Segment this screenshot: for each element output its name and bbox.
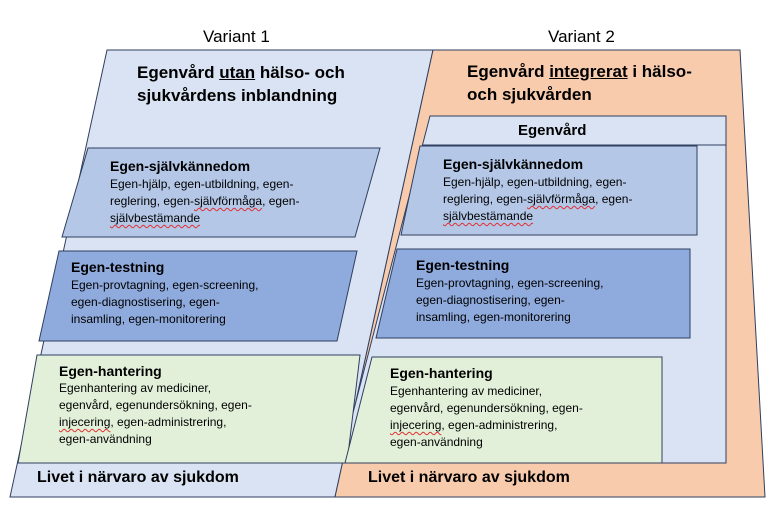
variant2-box3-shape <box>344 356 663 464</box>
variant1-label: Variant 1 <box>203 27 270 46</box>
variant1-box3-line1: Egenhantering av mediciner, <box>59 381 212 395</box>
variant1-title: Egenvård utan hälso- och sjukvårdens inb… <box>137 61 345 107</box>
variant1-bottom-label: Livet i närvaro av sjukdom <box>37 469 239 486</box>
variant2-box2-line3: insamling, egen-monitorering <box>416 310 571 324</box>
variant2-box1-line3: självbestämande <box>443 209 534 223</box>
variant1-title-post: hälso- och <box>255 63 345 82</box>
variant2-box1-text: Egen-hjälp, egen-utbildning, egen- regle… <box>443 174 632 225</box>
variant1-box1-text: Egen-hjälp, egen-utbildning, egen- regle… <box>110 176 299 227</box>
variant1-box2-line2: egen-diagnostisering, egen- <box>71 295 220 309</box>
variant1-box3-text: Egenhantering av mediciner, egenvård, eg… <box>59 380 252 448</box>
variant2-box3-line1: Egenhantering av mediciner, <box>390 384 543 398</box>
variant2-box3-heading: Egen-hantering <box>390 365 493 381</box>
variant1-box3-line4: egen-användning <box>59 432 152 446</box>
variant2-box2-line1: Egen-provtagning, egen-screening, <box>416 276 604 290</box>
variant1-box1-line2a: reglering, egen- <box>110 194 195 208</box>
variant2-box3-line2: egenvård, egenundersökning, egen- <box>390 401 583 415</box>
variant1-box1-heading: Egen-självkännedom <box>110 158 251 174</box>
variant2-subtitle: Egenvård <box>518 122 587 139</box>
variant2-box3-line3sq: injecering <box>390 418 442 432</box>
variant2-box3-line4: egen-användning <box>390 435 483 449</box>
variant2-title-emph: integrerat <box>549 62 628 81</box>
variant2-box1-shape <box>400 145 698 236</box>
variant2-title-line2: och sjukvården <box>467 85 592 104</box>
variant2-title: Egenvård integrerat i hälso- och sjukvår… <box>467 60 692 106</box>
variant1-title-pre: Egenvård <box>137 63 220 82</box>
variant2-box1-line2b: , egen- <box>595 192 633 206</box>
variant1-box1-line1: Egen-hjälp, egen-utbildning, egen- <box>110 177 294 191</box>
variant1-box3-line3sq: injecering <box>59 415 111 429</box>
variant2-label: Variant 2 <box>548 27 615 46</box>
variant1-box3-line2: egenvård, egenundersökning, egen- <box>59 398 252 412</box>
variant2-box2-line2: egen-diagnostisering, egen- <box>416 293 565 307</box>
variant2-box1-line2a: reglering, egen- <box>443 192 528 206</box>
variant1-box2-shape <box>38 250 358 342</box>
variant2-box1-line2sq: självförmåga <box>527 192 596 206</box>
variant2-title-pre: Egenvård <box>467 62 550 81</box>
variant2-title-post: i hälso- <box>627 62 692 81</box>
variant2-bottom-label: Livet i närvaro av sjukdom <box>368 469 570 486</box>
variant2-box1-heading: Egen-självkännedom <box>443 156 584 172</box>
variant1-box2-line3: insamling, egen-monitorering <box>71 312 226 326</box>
variant2-box1-line1: Egen-hjälp, egen-utbildning, egen- <box>443 175 627 189</box>
variant2-box2-shape <box>375 248 691 339</box>
variant1-box2-line1: Egen-provtagning, egen-screening, <box>71 278 259 292</box>
variant1-box1-line2b: , egen- <box>262 194 300 208</box>
variant1-box1-line2sq: självförmåga <box>194 194 263 208</box>
variant1-title-emph: utan <box>219 63 256 82</box>
variant1-box1-line3: självbestämande <box>110 211 201 225</box>
variant1-box3-heading: Egen-hantering <box>59 363 162 379</box>
variant1-box1-shape <box>61 147 381 238</box>
variant2-box3-line3b: , egen-administrering, <box>441 418 558 432</box>
variant1-box3-line3b: , egen-administrering, <box>110 415 227 429</box>
variant2-box3-text: Egenhantering av mediciner, egenvård, eg… <box>390 383 583 451</box>
variant1-box2-heading: Egen-testning <box>71 259 165 275</box>
variant2-box2-heading: Egen-testning <box>416 257 510 273</box>
variant1-box2-text: Egen-provtagning, egen-screening, egen-d… <box>71 277 258 328</box>
variant2-box2-text: Egen-provtagning, egen-screening, egen-d… <box>416 275 603 326</box>
variant1-title-line2: sjukvårdens inblandning <box>137 86 338 105</box>
